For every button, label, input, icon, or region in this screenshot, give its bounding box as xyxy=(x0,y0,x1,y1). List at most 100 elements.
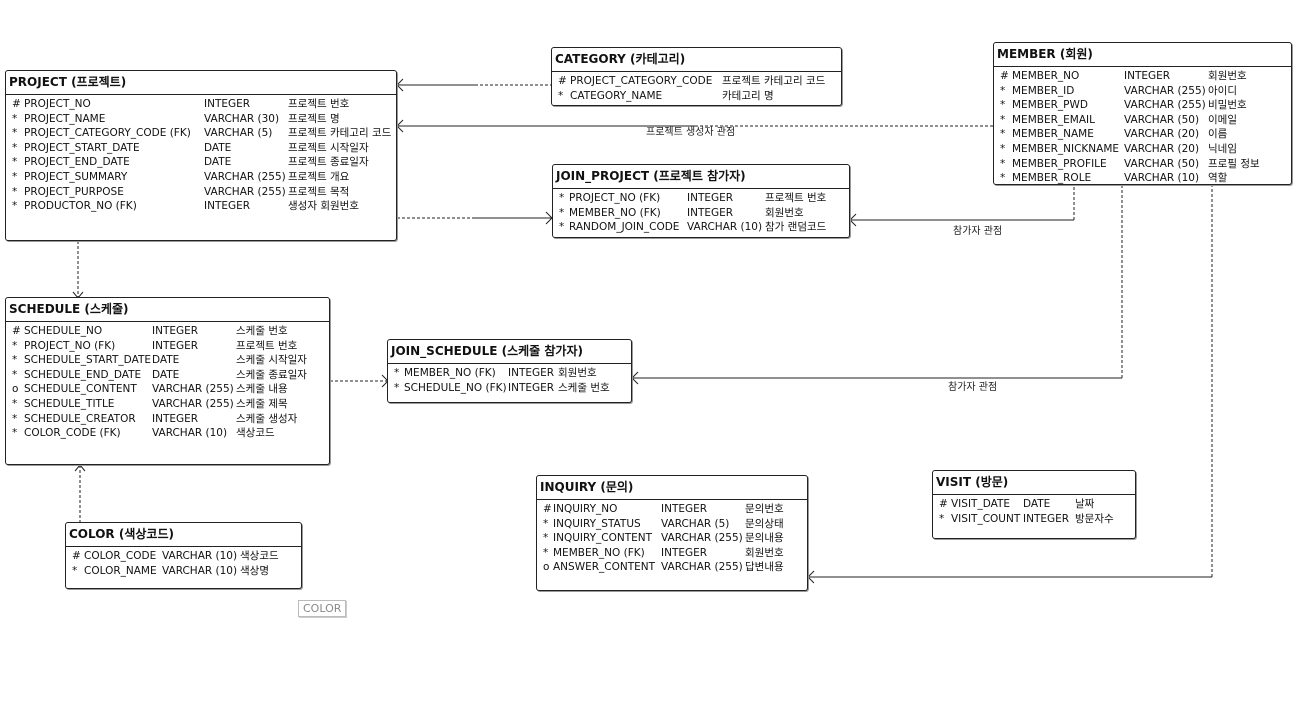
rel-joinschedule-member-crowfoot xyxy=(631,371,639,385)
attribute-row[interactable]: *COLOR_CODE (FK)VARCHAR (10)색상코드 xyxy=(12,426,323,441)
attribute-key-marker: # xyxy=(12,98,21,110)
attribute-key-marker: * xyxy=(12,427,18,440)
attribute-description: 이름 xyxy=(1208,128,1228,141)
attribute-key-marker: * xyxy=(12,200,18,213)
attribute-type: VARCHAR (10) xyxy=(152,427,228,440)
attribute-key-marker: o xyxy=(12,383,19,396)
entity-title: MEMBER (회원) xyxy=(997,47,1093,61)
rel-schedule-color-crowfoot xyxy=(74,464,86,472)
attribute-description: 프로젝트 종료일자 xyxy=(288,156,369,169)
attribute-description: 프로젝트 번호 xyxy=(236,339,298,352)
attribute-description: 문의내용 xyxy=(745,532,784,545)
entity-join-schedule[interactable]: JOIN_SCHEDULE (스케줄 참가자)*MEMBER_NO (FK)IN… xyxy=(387,339,632,403)
attribute-row[interactable]: *PROJECT_CATEGORY_CODE (FK)VARCHAR (5)프로… xyxy=(12,126,391,141)
attribute-type: DATE xyxy=(152,368,180,381)
attribute-key-marker: * xyxy=(12,141,18,154)
attribute-description: 답변내용 xyxy=(745,561,784,574)
attribute-description: 회원번호 xyxy=(745,546,784,559)
attribute-type: VARCHAR (50) xyxy=(1124,113,1200,126)
attribute-name: VISIT_COUNT xyxy=(951,512,1021,525)
attribute-key-marker: * xyxy=(12,112,18,125)
color-stamp: COLOR xyxy=(298,600,347,617)
attribute-description: 스케줄 생성자 xyxy=(236,412,298,425)
attribute-name: PROJECT_PURPOSE xyxy=(24,185,124,198)
attribute-name: SCHEDULE_END_DATE xyxy=(24,368,142,381)
attribute-description: 회원번호 xyxy=(558,367,597,379)
entity-title: JOIN_PROJECT (프로젝트 참가자) xyxy=(556,169,746,183)
attribute-type: INTEGER xyxy=(687,206,734,219)
rel-label-project-creator: 프로젝트 생성자 관점 xyxy=(646,127,736,138)
attribute-type: VARCHAR (50) xyxy=(1124,157,1200,170)
attribute-description: 문의상태 xyxy=(745,517,784,530)
attribute-name: COLOR_CODE (FK) xyxy=(24,427,121,440)
attribute-type: INTEGER xyxy=(661,503,708,515)
attribute-key-marker: * xyxy=(559,221,565,234)
attribute-type: VARCHAR (30) xyxy=(204,112,280,125)
attribute-key-marker: # xyxy=(543,503,552,515)
attribute-description: 닉네임 xyxy=(1208,142,1237,155)
rel-joinproject-member-crowfoot xyxy=(849,213,857,227)
attribute-key-marker: # xyxy=(558,75,567,87)
attribute-key-marker: * xyxy=(12,127,18,140)
entity-join-project[interactable]: JOIN_PROJECT (프로젝트 참가자) *PROJECT_NO (FK)I… xyxy=(552,164,850,238)
attribute-type: INTEGER xyxy=(687,192,734,204)
attribute-type: VARCHAR (10) xyxy=(1124,172,1200,185)
attribute-type: INTEGER xyxy=(152,325,199,337)
attribute-type: VARCHAR (255) xyxy=(152,383,234,396)
attribute-name: PROJECT_SUMMARY xyxy=(24,170,128,183)
attribute-key-marker: * xyxy=(394,381,400,394)
attribute-name: MEMBER_NO xyxy=(1012,70,1080,82)
attribute-key-marker: * xyxy=(12,397,18,410)
